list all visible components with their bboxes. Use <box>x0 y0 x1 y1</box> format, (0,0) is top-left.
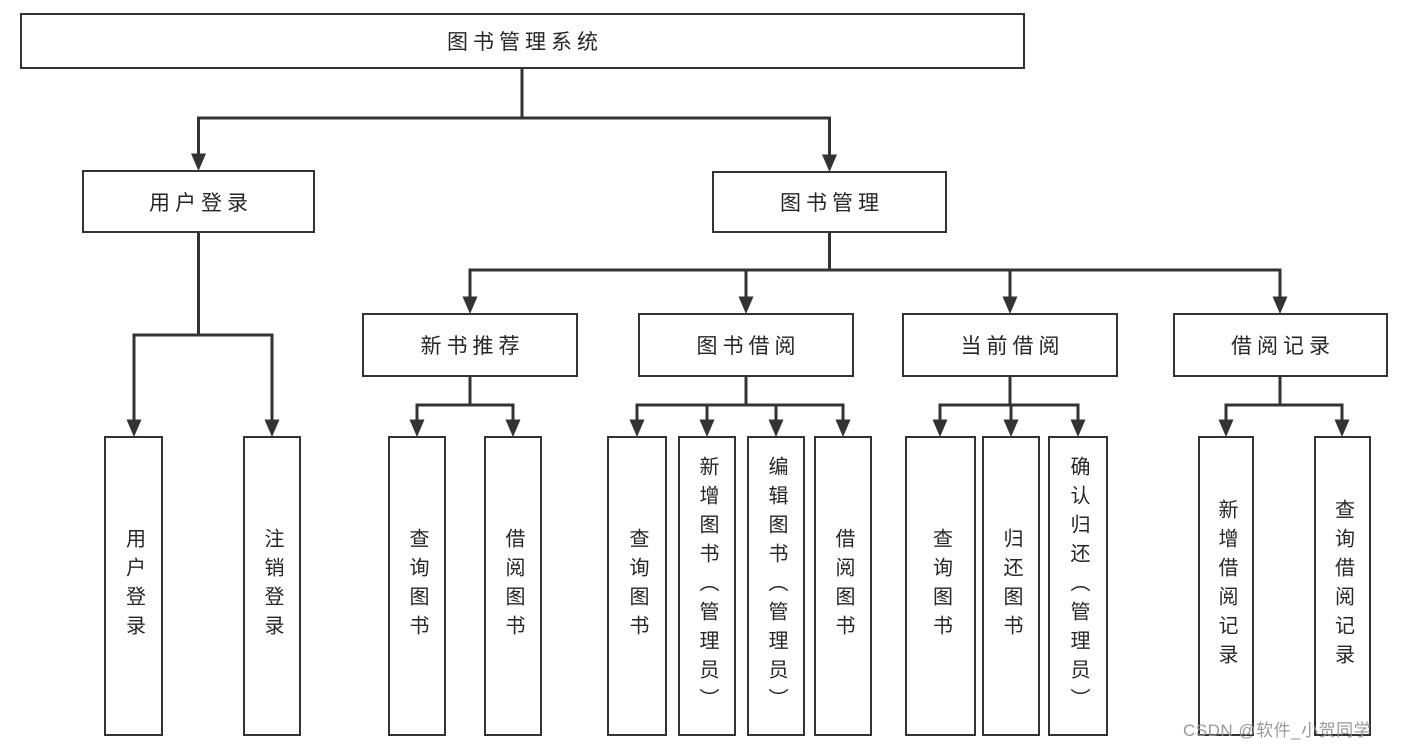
watermark: CSDN @软件_小贺同学 <box>1183 721 1372 740</box>
node-label: 借阅记录 <box>1231 335 1335 358</box>
node-borrow-books-recommend: 借阅图书 <box>484 436 542 736</box>
node-label: 查询图书 <box>406 528 428 644</box>
connector-user-login-children <box>126 233 280 437</box>
node-borrow-books: 借阅图书 <box>814 436 872 736</box>
node-confirm-return-admin: 确认归还（管理员） <box>1048 436 1108 736</box>
node-add-books-admin: 新增图书（管理员） <box>678 436 736 736</box>
node-label: 借阅图书 <box>832 528 854 644</box>
node-borrowing-records: 借阅记录 <box>1173 313 1388 377</box>
node-label: 查询借阅记录 <box>1331 499 1354 673</box>
node-label: 新书推荐 <box>420 335 525 358</box>
node-label: 图书管理系统 <box>447 31 603 54</box>
connector-borrowing-children <box>629 377 851 437</box>
node-label: 注销登录 <box>261 528 283 644</box>
node-add-borrow-record: 新增借阅记录 <box>1198 436 1254 736</box>
node-return-books: 归还图书 <box>982 436 1040 736</box>
node-label: 用户登录 <box>149 191 253 215</box>
node-query-books-current: 查询图书 <box>905 436 976 736</box>
connector-current-children <box>932 377 1086 437</box>
node-label: 查询图书 <box>929 528 952 644</box>
node-book-management: 图书管理 <box>712 171 947 233</box>
connector-recommend-children <box>409 377 521 437</box>
node-label: 新增图书（管理员） <box>696 455 718 717</box>
connector-book-mgmt-children <box>462 233 1288 314</box>
connector-records-children <box>1218 377 1350 437</box>
node-query-books-recommend: 查询图书 <box>388 436 446 736</box>
node-query-borrow-record: 查询借阅记录 <box>1314 436 1371 736</box>
node-label: 图书管理 <box>780 192 884 215</box>
node-new-book-recommendation: 新书推荐 <box>362 313 578 377</box>
node-user-login: 用户登录 <box>82 170 315 233</box>
node-logout-action: 注销登录 <box>243 436 301 736</box>
node-label: 新增借阅记录 <box>1215 499 1237 673</box>
node-label: 图书借阅 <box>696 335 801 358</box>
node-user-login-action: 用户登录 <box>104 436 163 736</box>
node-label: 用户登录 <box>122 528 145 644</box>
node-label: 归还图书 <box>1000 528 1022 644</box>
node-label: 借阅图书 <box>502 528 524 644</box>
connector-root-to-level2 <box>191 69 837 172</box>
node-edit-books-admin: 编辑图书（管理员） <box>747 436 805 736</box>
node-label: 查询图书 <box>626 528 648 644</box>
node-label: 当前借阅 <box>960 335 1065 358</box>
node-library-management-system: 图书管理系统 <box>20 13 1025 69</box>
node-query-books-borrowing: 查询图书 <box>607 436 667 736</box>
node-label: 编辑图书（管理员） <box>765 455 787 717</box>
node-book-borrowing: 图书借阅 <box>638 313 854 377</box>
node-label: 确认归还（管理员） <box>1067 455 1089 717</box>
node-current-borrowing: 当前借阅 <box>902 313 1118 377</box>
